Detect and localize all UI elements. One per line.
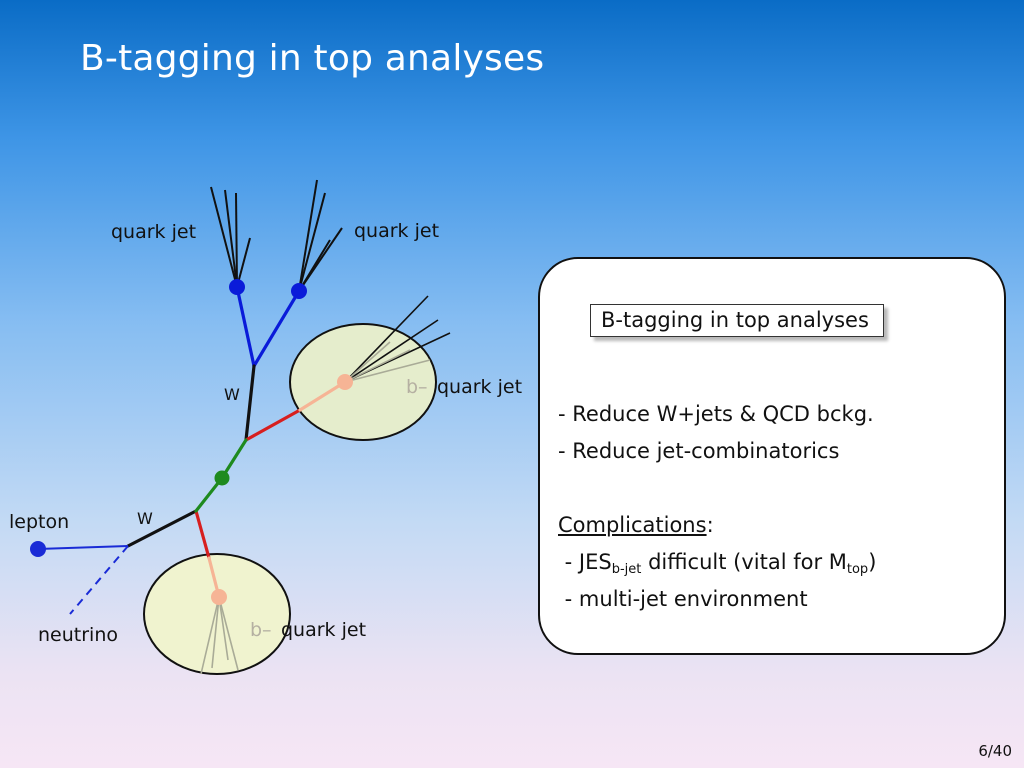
lepton-vertex xyxy=(30,541,46,557)
quark-vertex-left xyxy=(229,279,245,295)
quark-jet-right-label: quark jet xyxy=(354,220,439,242)
bullet-item: - Reduce W+jets & QCD bckg. xyxy=(558,402,874,426)
complications-heading-row: Complications: xyxy=(558,507,876,544)
jes-text: - JES xyxy=(558,550,612,574)
slide-title: B-tagging in top analyses xyxy=(80,38,545,79)
panel-title: B-tagging in top analyses xyxy=(590,304,884,337)
w-lower-label: W xyxy=(137,509,153,528)
b-hadron-vertex-lower xyxy=(211,589,227,605)
bullet-item: - Reduce jet-combinatorics xyxy=(558,439,840,463)
page-number: 6/40 xyxy=(978,742,1012,760)
lower-b-jet-tracks xyxy=(200,596,239,675)
left-quark-jet-fan xyxy=(210,186,251,288)
b-prefix-lower-label: b– xyxy=(250,619,272,641)
b-quark-lines xyxy=(194,408,302,560)
b-quark-jet-lower-label: quark jet xyxy=(281,619,366,641)
summary-panel: B-tagging in top analyses - Reduce W+jet… xyxy=(538,257,1006,655)
lepton-line xyxy=(37,545,129,550)
top-vertex xyxy=(214,470,230,486)
panel-body: - Reduce W+jets & QCD bckg. - Reduce jet… xyxy=(558,396,876,618)
complication-item: - JESb-jet difficult (vital for Mtop) xyxy=(558,544,877,581)
upper-b-jet-tracks xyxy=(344,295,451,383)
neutrino-label: neutrino xyxy=(38,624,118,646)
upper-b-jet-ellipse xyxy=(289,323,437,441)
quark-jet-left-label: quark jet xyxy=(111,221,196,243)
neutrino-line xyxy=(69,545,129,615)
quark-vertex-right xyxy=(291,283,307,299)
complications-colon: : xyxy=(706,513,714,537)
w-boson-lines xyxy=(126,364,256,548)
lepton-label: lepton xyxy=(9,511,69,533)
upper-w-decay-lines xyxy=(235,285,301,368)
complication-item: - multi-jet environment xyxy=(558,587,808,611)
right-quark-jet-fan xyxy=(298,179,343,292)
blank-line xyxy=(558,470,876,507)
b-hadron-vertex-upper xyxy=(337,374,353,390)
b-quark-jet-upper-label: quark jet xyxy=(437,376,522,398)
complications-heading: Complications xyxy=(558,513,707,537)
b-prefix-upper-label: b– xyxy=(406,376,428,398)
close-paren: ) xyxy=(868,550,877,574)
top-subscript: top xyxy=(846,562,869,577)
difficult-text: difficult (vital for M xyxy=(641,550,847,574)
b-jet-subscript: b-jet xyxy=(611,562,642,577)
w-upper-label: W xyxy=(224,385,240,404)
